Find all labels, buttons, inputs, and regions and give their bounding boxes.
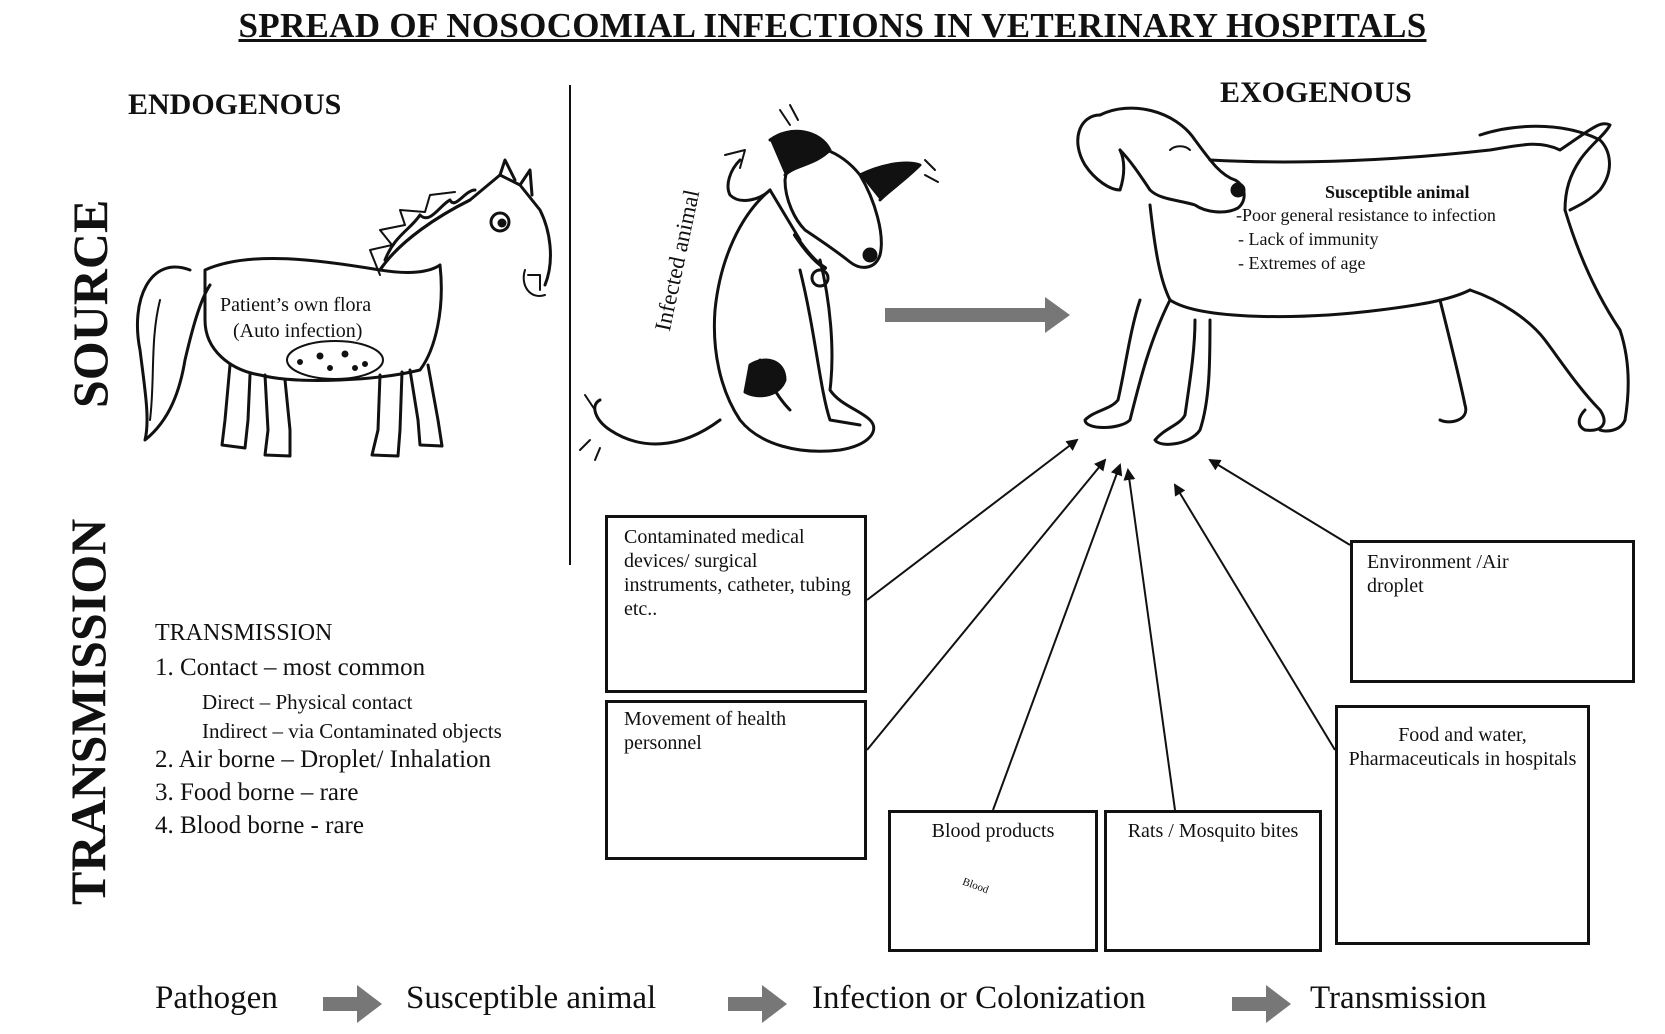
rats-mosquito-label: Rats / Mosquito bites	[1127, 820, 1299, 842]
environment-box: Environment /Air droplet	[1350, 540, 1635, 683]
horse-illustration	[135, 158, 552, 458]
environment-label: Environment /Air droplet	[1367, 551, 1509, 597]
endogenous-heading: ENDOGENOUS	[128, 88, 342, 121]
exogenous-heading: EXOGENOUS	[1220, 76, 1412, 109]
flow-arrows	[323, 985, 1291, 1023]
transmission-arrows	[866, 438, 1351, 811]
susceptible-item-2: - Lack of immunity	[1238, 229, 1379, 249]
susceptible-item-1: -Poor general resistance to infection	[1236, 205, 1496, 225]
transmission-list-heading: TRANSMISSION	[155, 620, 333, 646]
source-label: SOURCE	[62, 199, 118, 408]
transmission-item-4: 4. Blood borne - rare	[155, 812, 364, 839]
blood-products-box: Blood products	[888, 810, 1098, 952]
food-water-box: Food and water, Pharmaceuticals in hospi…	[1335, 705, 1590, 945]
horse-flora-label: Patient’s own flora	[220, 294, 372, 316]
personnel-box: Movement of health personnel	[605, 700, 867, 860]
horse-auto-infection-label: (Auto infection)	[233, 320, 363, 342]
blood-products-label: Blood products	[931, 820, 1055, 842]
flow-step-susceptible: Susceptible animal	[406, 980, 657, 1016]
infection-arrow	[885, 297, 1070, 333]
rats-mosquito-box: Rats / Mosquito bites	[1104, 810, 1322, 952]
flow-step-infection: Infection or Colonization	[812, 980, 1146, 1016]
susceptible-item-3: - Extremes of age	[1238, 253, 1366, 273]
page-title: SPREAD OF NOSOCOMIAL INFECTIONS IN VETER…	[238, 6, 1427, 45]
food-water-label: Food and water, Pharmaceuticals in hospi…	[1348, 724, 1577, 770]
transmission-item-3: 3. Food borne – rare	[155, 779, 359, 806]
transmission-item-2: 2. Air borne – Droplet/ Inhalation	[155, 746, 492, 773]
flow-step-pathogen: Pathogen	[155, 980, 278, 1016]
transmission-item-1-direct: Direct – Physical contact	[202, 690, 413, 714]
flow-step-transmission: Transmission	[1310, 980, 1487, 1016]
susceptible-heading: Susceptible animal	[1325, 182, 1470, 202]
susceptible-dog-illustration	[1076, 106, 1630, 446]
transmission-side-label: TRANSMISSION	[60, 518, 116, 905]
transmission-item-1-indirect: Indirect – via Contaminated objects	[202, 719, 502, 743]
devices-label: Contaminated medical devices/ surgical i…	[624, 526, 851, 620]
transmission-item-1: 1. Contact – most common	[155, 654, 426, 681]
devices-box: Contaminated medical devices/ surgical i…	[605, 515, 867, 693]
infected-dog-illustration	[579, 104, 939, 461]
personnel-label: Movement of health personnel	[624, 708, 787, 754]
